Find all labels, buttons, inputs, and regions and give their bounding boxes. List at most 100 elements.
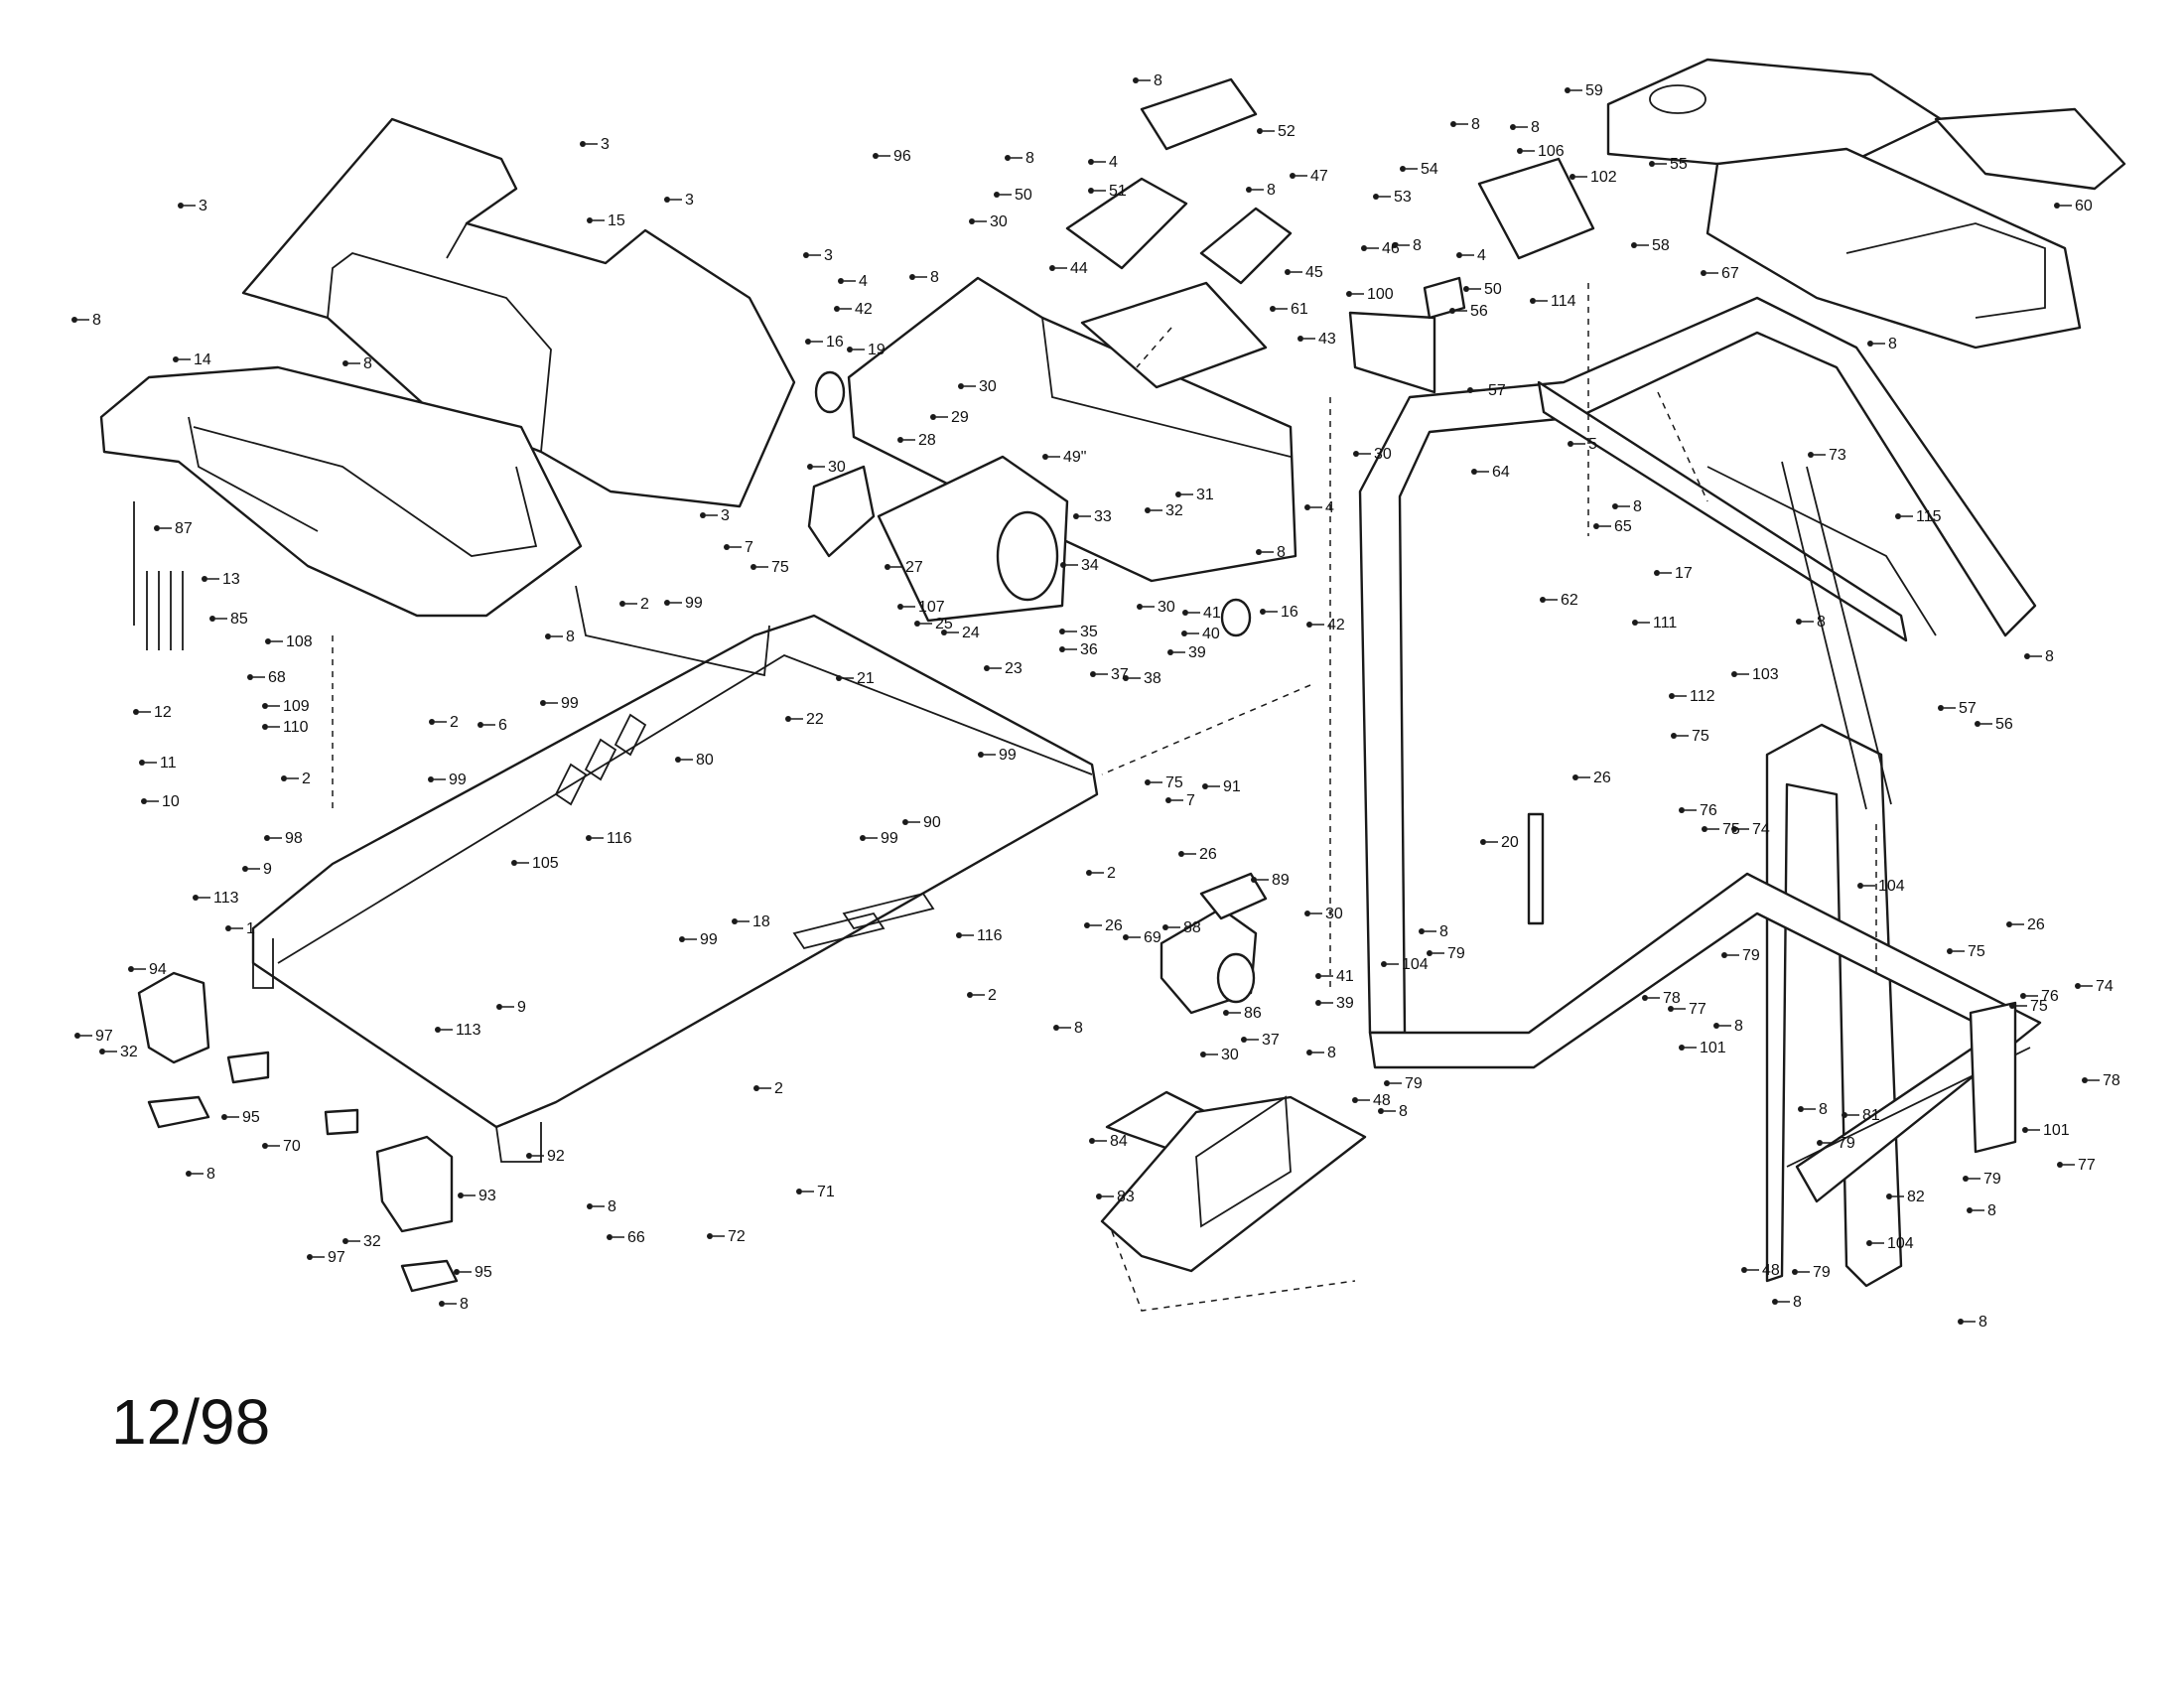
callout-number: 38 bbox=[1144, 670, 1161, 687]
callout-part-49: 49" bbox=[1042, 449, 1086, 466]
callout-number: 21 bbox=[857, 670, 875, 687]
callout-part-4: 4 bbox=[838, 273, 868, 290]
callout-number: 71 bbox=[817, 1184, 835, 1200]
callout-number: 61 bbox=[1291, 301, 1308, 318]
callout-part-8: 8 bbox=[909, 269, 939, 286]
drive-motor bbox=[807, 455, 1069, 623]
callout-part-8: 8 bbox=[1378, 1103, 1408, 1120]
callout-part-30: 30 bbox=[807, 459, 846, 476]
callout-part-79: 79 bbox=[1384, 1075, 1423, 1092]
callout-part-30: 30 bbox=[1137, 599, 1175, 616]
callout-part-59: 59 bbox=[1565, 82, 1603, 99]
hardware-screws bbox=[133, 501, 184, 650]
callout-number: 8 bbox=[1793, 1294, 1802, 1311]
callout-part-8: 8 bbox=[1796, 614, 1826, 631]
callout-part-37: 37 bbox=[1241, 1032, 1280, 1049]
callout-number: 104 bbox=[1878, 878, 1905, 895]
callout-part-26: 26 bbox=[2006, 916, 2045, 933]
callout-part-97: 97 bbox=[74, 1028, 113, 1045]
callout-number: 8 bbox=[1025, 150, 1034, 167]
callout-part-96: 96 bbox=[873, 148, 911, 165]
callout-number: 100 bbox=[1367, 286, 1394, 303]
callout-part-78: 78 bbox=[2082, 1072, 2120, 1089]
callout-part-75: 75 bbox=[2009, 998, 2048, 1015]
callout-part-79: 79 bbox=[1721, 947, 1760, 964]
callout-number: 9 bbox=[517, 999, 526, 1016]
callout-part-39: 39 bbox=[1315, 995, 1354, 1012]
callout-part-8: 8 bbox=[1612, 498, 1642, 515]
callout-number: 79 bbox=[1838, 1135, 1855, 1152]
callout-number: 35 bbox=[1080, 624, 1098, 640]
callout-number: 74 bbox=[2096, 978, 2114, 995]
callout-number: 8 bbox=[1277, 544, 1286, 561]
callout-part-34: 34 bbox=[1060, 557, 1099, 574]
callout-number: 99 bbox=[999, 747, 1017, 764]
callout-number: 30 bbox=[1221, 1047, 1239, 1063]
callout-number: 58 bbox=[1652, 237, 1670, 254]
callout-part-84: 84 bbox=[1089, 1133, 1128, 1150]
callout-part-77: 77 bbox=[2057, 1157, 2096, 1174]
callout-number: 115 bbox=[1916, 508, 1942, 525]
callout-number: 12 bbox=[154, 704, 172, 721]
callout-number: 47 bbox=[1310, 168, 1328, 185]
callout-number: 20 bbox=[1501, 834, 1519, 851]
callout-number: 3 bbox=[199, 198, 207, 214]
callout-number: 99 bbox=[449, 772, 467, 788]
callout-part-8: 8 bbox=[71, 312, 101, 329]
callout-part-8: 8 bbox=[439, 1296, 469, 1313]
callout-number: 4 bbox=[1325, 499, 1334, 516]
callout-number: 8 bbox=[1979, 1314, 1987, 1331]
callout-number: 104 bbox=[1887, 1235, 1914, 1252]
callout-part-79: 79 bbox=[1817, 1135, 1855, 1152]
callout-number: 102 bbox=[1590, 169, 1617, 186]
callout-number: 11 bbox=[160, 755, 177, 772]
callout-part-75: 75 bbox=[1671, 728, 1709, 745]
callout-part-111: 111 bbox=[1632, 615, 1677, 632]
callout-number: 8 bbox=[1413, 237, 1422, 254]
callout-part-38: 38 bbox=[1123, 670, 1161, 687]
callout-number: 69 bbox=[1144, 929, 1161, 946]
callout-number: 8 bbox=[1888, 336, 1897, 352]
callout-part-8: 8 bbox=[1256, 544, 1286, 561]
callout-part-69: 69 bbox=[1123, 929, 1161, 946]
callout-number: 8 bbox=[608, 1198, 616, 1215]
callout-number: 72 bbox=[728, 1228, 746, 1245]
callout-part-115: 115 bbox=[1895, 508, 1942, 525]
callout-part-112: 112 bbox=[1669, 688, 1715, 705]
callout-number: 92 bbox=[547, 1148, 565, 1165]
callout-part-97: 97 bbox=[307, 1249, 345, 1266]
callout-part-55: 55 bbox=[1649, 156, 1688, 173]
callout-part-8: 8 bbox=[587, 1198, 616, 1215]
callout-number: 28 bbox=[918, 432, 936, 449]
callout-part-32: 32 bbox=[1145, 502, 1183, 519]
callout-number: 48 bbox=[1373, 1092, 1391, 1109]
callout-part-113: 113 bbox=[435, 1022, 481, 1039]
callout-part-101: 101 bbox=[1679, 1040, 1726, 1056]
callout-number: 84 bbox=[1110, 1133, 1128, 1150]
callout-number: 36 bbox=[1080, 641, 1098, 658]
callout-number: 95 bbox=[475, 1264, 492, 1281]
callout-number: 87 bbox=[175, 520, 193, 537]
callout-part-68: 68 bbox=[247, 669, 286, 686]
callout-part-2: 2 bbox=[281, 771, 311, 787]
callout-part-42: 42 bbox=[1306, 617, 1345, 633]
callout-part-3: 3 bbox=[664, 192, 694, 209]
callout-part-21: 21 bbox=[836, 670, 875, 687]
callout-number: 31 bbox=[1196, 487, 1214, 503]
callout-number: 39 bbox=[1188, 644, 1206, 661]
callout-number: 50 bbox=[1484, 281, 1502, 298]
callout-part-22: 22 bbox=[785, 711, 824, 728]
callout-part-31: 31 bbox=[1175, 487, 1214, 503]
callout-part-48: 48 bbox=[1352, 1092, 1391, 1109]
callout-number: 33 bbox=[1094, 508, 1112, 525]
callout-number: 39 bbox=[1336, 995, 1354, 1012]
callout-part-104: 104 bbox=[1866, 1235, 1914, 1252]
callout-part-99: 99 bbox=[679, 931, 718, 948]
callout-number: 78 bbox=[2103, 1072, 2120, 1089]
callout-part-8: 8 bbox=[1005, 150, 1034, 167]
callout-part-72: 72 bbox=[707, 1228, 746, 1245]
callout-part-74: 74 bbox=[1731, 821, 1770, 838]
callout-part-73: 73 bbox=[1808, 447, 1846, 464]
console-assembly bbox=[1606, 58, 2126, 350]
